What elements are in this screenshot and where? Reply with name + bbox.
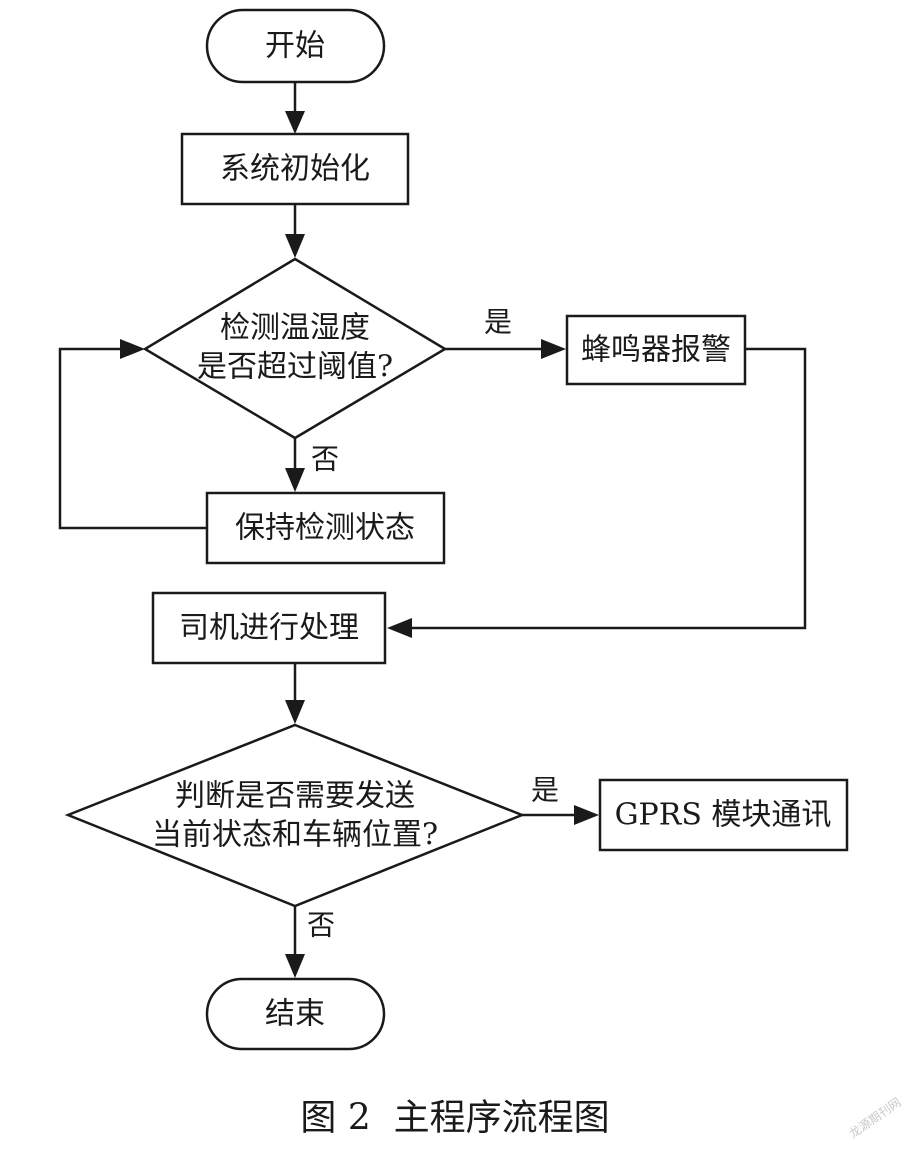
arrowhead-judge-end bbox=[285, 954, 305, 978]
start-label: 开始 bbox=[265, 29, 325, 64]
arrowhead-check-keep bbox=[285, 468, 305, 492]
check-yes-label: 是 bbox=[484, 306, 512, 339]
keep-label: 保持检测状态 bbox=[235, 511, 415, 546]
connector-keep-loop bbox=[58, 347, 207, 530]
alarm-process bbox=[565, 314, 747, 386]
init-process bbox=[180, 132, 410, 206]
check-label-line2: 是否超过阈值? bbox=[197, 350, 393, 385]
end-terminator bbox=[205, 977, 386, 1051]
judge-yes-label: 是 bbox=[531, 774, 559, 807]
driver-process bbox=[151, 591, 387, 665]
arrowhead-alarm-driver bbox=[387, 618, 412, 638]
gprs-process bbox=[598, 778, 849, 852]
start-terminator bbox=[205, 8, 386, 84]
arrowhead-start-init bbox=[285, 111, 305, 134]
judge-label-line1: 判断是否需要发送 bbox=[175, 779, 415, 814]
check-no-label: 否 bbox=[311, 443, 339, 476]
connector-alarm-driver bbox=[406, 347, 807, 630]
init-label: 系统初始化 bbox=[220, 152, 370, 187]
arrowhead-keep-loop bbox=[120, 339, 145, 359]
judge-decision bbox=[64, 723, 526, 908]
arrowhead-init-check bbox=[285, 234, 305, 258]
end-label: 结束 bbox=[265, 997, 325, 1032]
arrowhead-check-alarm bbox=[541, 339, 566, 359]
judge-label-line2: 当前状态和车辆位置? bbox=[152, 818, 438, 853]
judge-no-label: 否 bbox=[307, 909, 335, 942]
watermark: 龙源期刊网 bbox=[846, 1095, 903, 1141]
gprs-label: GPRS 模块通讯 bbox=[615, 798, 832, 833]
check-label-line1: 检测温湿度 bbox=[220, 311, 370, 346]
driver-label: 司机进行处理 bbox=[179, 611, 359, 646]
keep-process bbox=[205, 491, 446, 565]
alarm-label: 蜂鸣器报警 bbox=[581, 333, 731, 368]
arrowhead-driver-judge bbox=[285, 700, 305, 724]
check-decision bbox=[142, 257, 448, 440]
figure-caption: 图 2 主程序流程图 bbox=[300, 1098, 609, 1139]
arrowhead-judge-gprs bbox=[574, 805, 599, 825]
